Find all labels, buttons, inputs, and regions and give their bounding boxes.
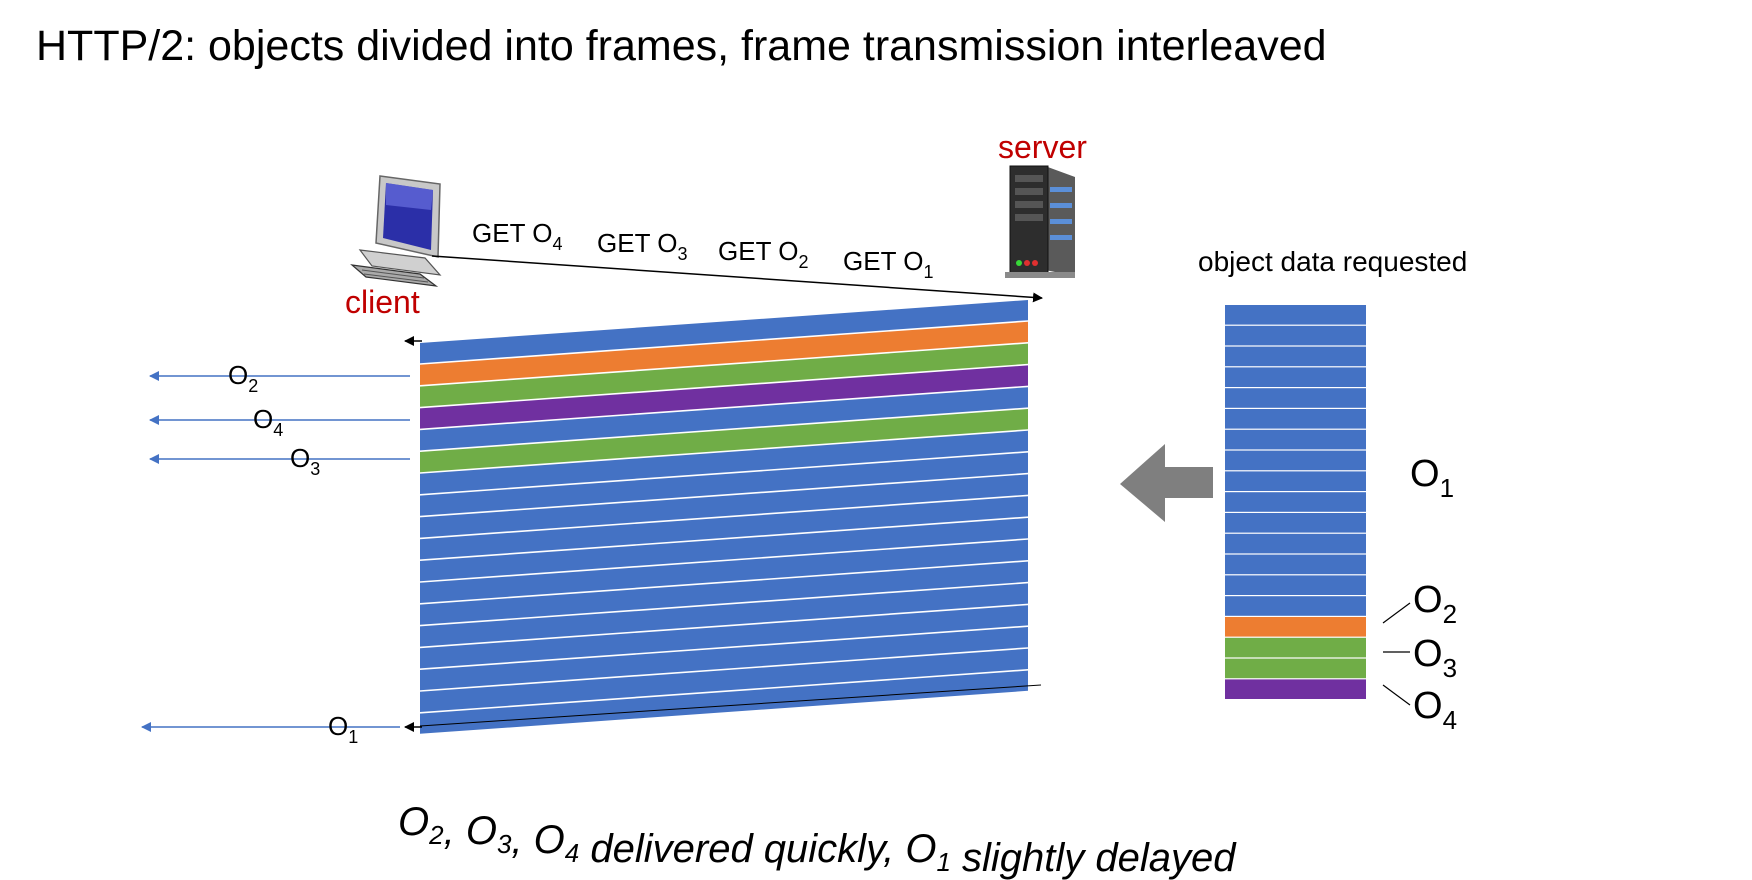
- stack-frame-o1: [1225, 367, 1366, 387]
- o4-leader: [1382, 684, 1411, 706]
- frame-o1: [420, 627, 1028, 691]
- stack-frame-o1: [1225, 596, 1366, 616]
- page-title: HTTP/2: objects divided into frames, fra…: [36, 22, 1327, 70]
- frame-o3: [420, 409, 1028, 473]
- left-arrow-icon: [1120, 444, 1213, 522]
- delivered-label: O1: [328, 711, 358, 747]
- frame-bands: [420, 300, 1028, 734]
- stack-frame-o4: [1225, 679, 1366, 699]
- request-label: GET O2: [718, 236, 808, 272]
- request-label: GET O3: [597, 228, 687, 264]
- frame-o2: [420, 321, 1028, 385]
- server-label: server: [998, 129, 1087, 165]
- caption: O2, O3, O4 delivered quickly, O1 slightl…: [398, 800, 1237, 880]
- server-icon: [1005, 165, 1075, 278]
- stack-frame-o1: [1225, 492, 1366, 512]
- frame-o1: [420, 452, 1028, 516]
- request-arrow: [431, 255, 1043, 303]
- request-labels: GET O4 GET O3 GET O2 GET O1: [472, 218, 933, 282]
- frame-o4: [420, 365, 1028, 429]
- stack-label: O2: [1413, 579, 1457, 629]
- stack-label: O1: [1410, 453, 1454, 503]
- stack-frame-o1: [1225, 388, 1366, 408]
- last-frame-line: [419, 684, 1042, 727]
- delivered-label: O3: [290, 443, 320, 479]
- stack-frame-o1: [1225, 533, 1366, 554]
- stack-frame-o1: [1225, 305, 1366, 325]
- frame-o1: [420, 605, 1028, 669]
- stack-frame-o2: [1225, 617, 1366, 637]
- frame-o1: [420, 518, 1028, 582]
- frame-o3: [420, 343, 1028, 407]
- stack-label: O4: [1413, 685, 1457, 735]
- stack-frame-o1: [1225, 513, 1366, 533]
- stack-frame-o1: [1225, 325, 1366, 346]
- stack-frame-o3: [1225, 637, 1366, 658]
- frame-o1: [420, 430, 1028, 494]
- frame-o1: [420, 670, 1028, 734]
- stack-frame-o1: [1225, 554, 1366, 575]
- stack-frame-o3: [1225, 658, 1366, 679]
- stack-frame-o1: [1225, 575, 1366, 595]
- stack-label: O3: [1413, 633, 1457, 683]
- delivered-label: O4: [253, 404, 283, 440]
- client-label: client: [345, 284, 420, 320]
- frame-o1: [420, 648, 1028, 712]
- frame-o1: [420, 300, 1028, 364]
- frame-o1: [420, 474, 1028, 538]
- frame-o1: [420, 496, 1028, 560]
- o2-leader: [1382, 602, 1411, 624]
- frame-o1: [420, 583, 1028, 647]
- requested-label: object data requested: [1198, 246, 1467, 277]
- frame-o1: [420, 561, 1028, 625]
- object-stack: [1225, 305, 1366, 699]
- frame-o1: [420, 539, 1028, 603]
- frame-o1: [420, 387, 1028, 451]
- request-label: GET O1: [843, 246, 933, 282]
- stack-frame-o1: [1225, 409, 1366, 429]
- computer-icon: [350, 175, 442, 287]
- stack-frame-o1: [1225, 429, 1366, 450]
- request-label: GET O4: [472, 218, 562, 254]
- stack-frame-o1: [1225, 346, 1366, 367]
- delivered-label: O2: [228, 360, 258, 396]
- stack-frame-o1: [1225, 471, 1366, 491]
- stack-frame-o1: [1225, 450, 1366, 471]
